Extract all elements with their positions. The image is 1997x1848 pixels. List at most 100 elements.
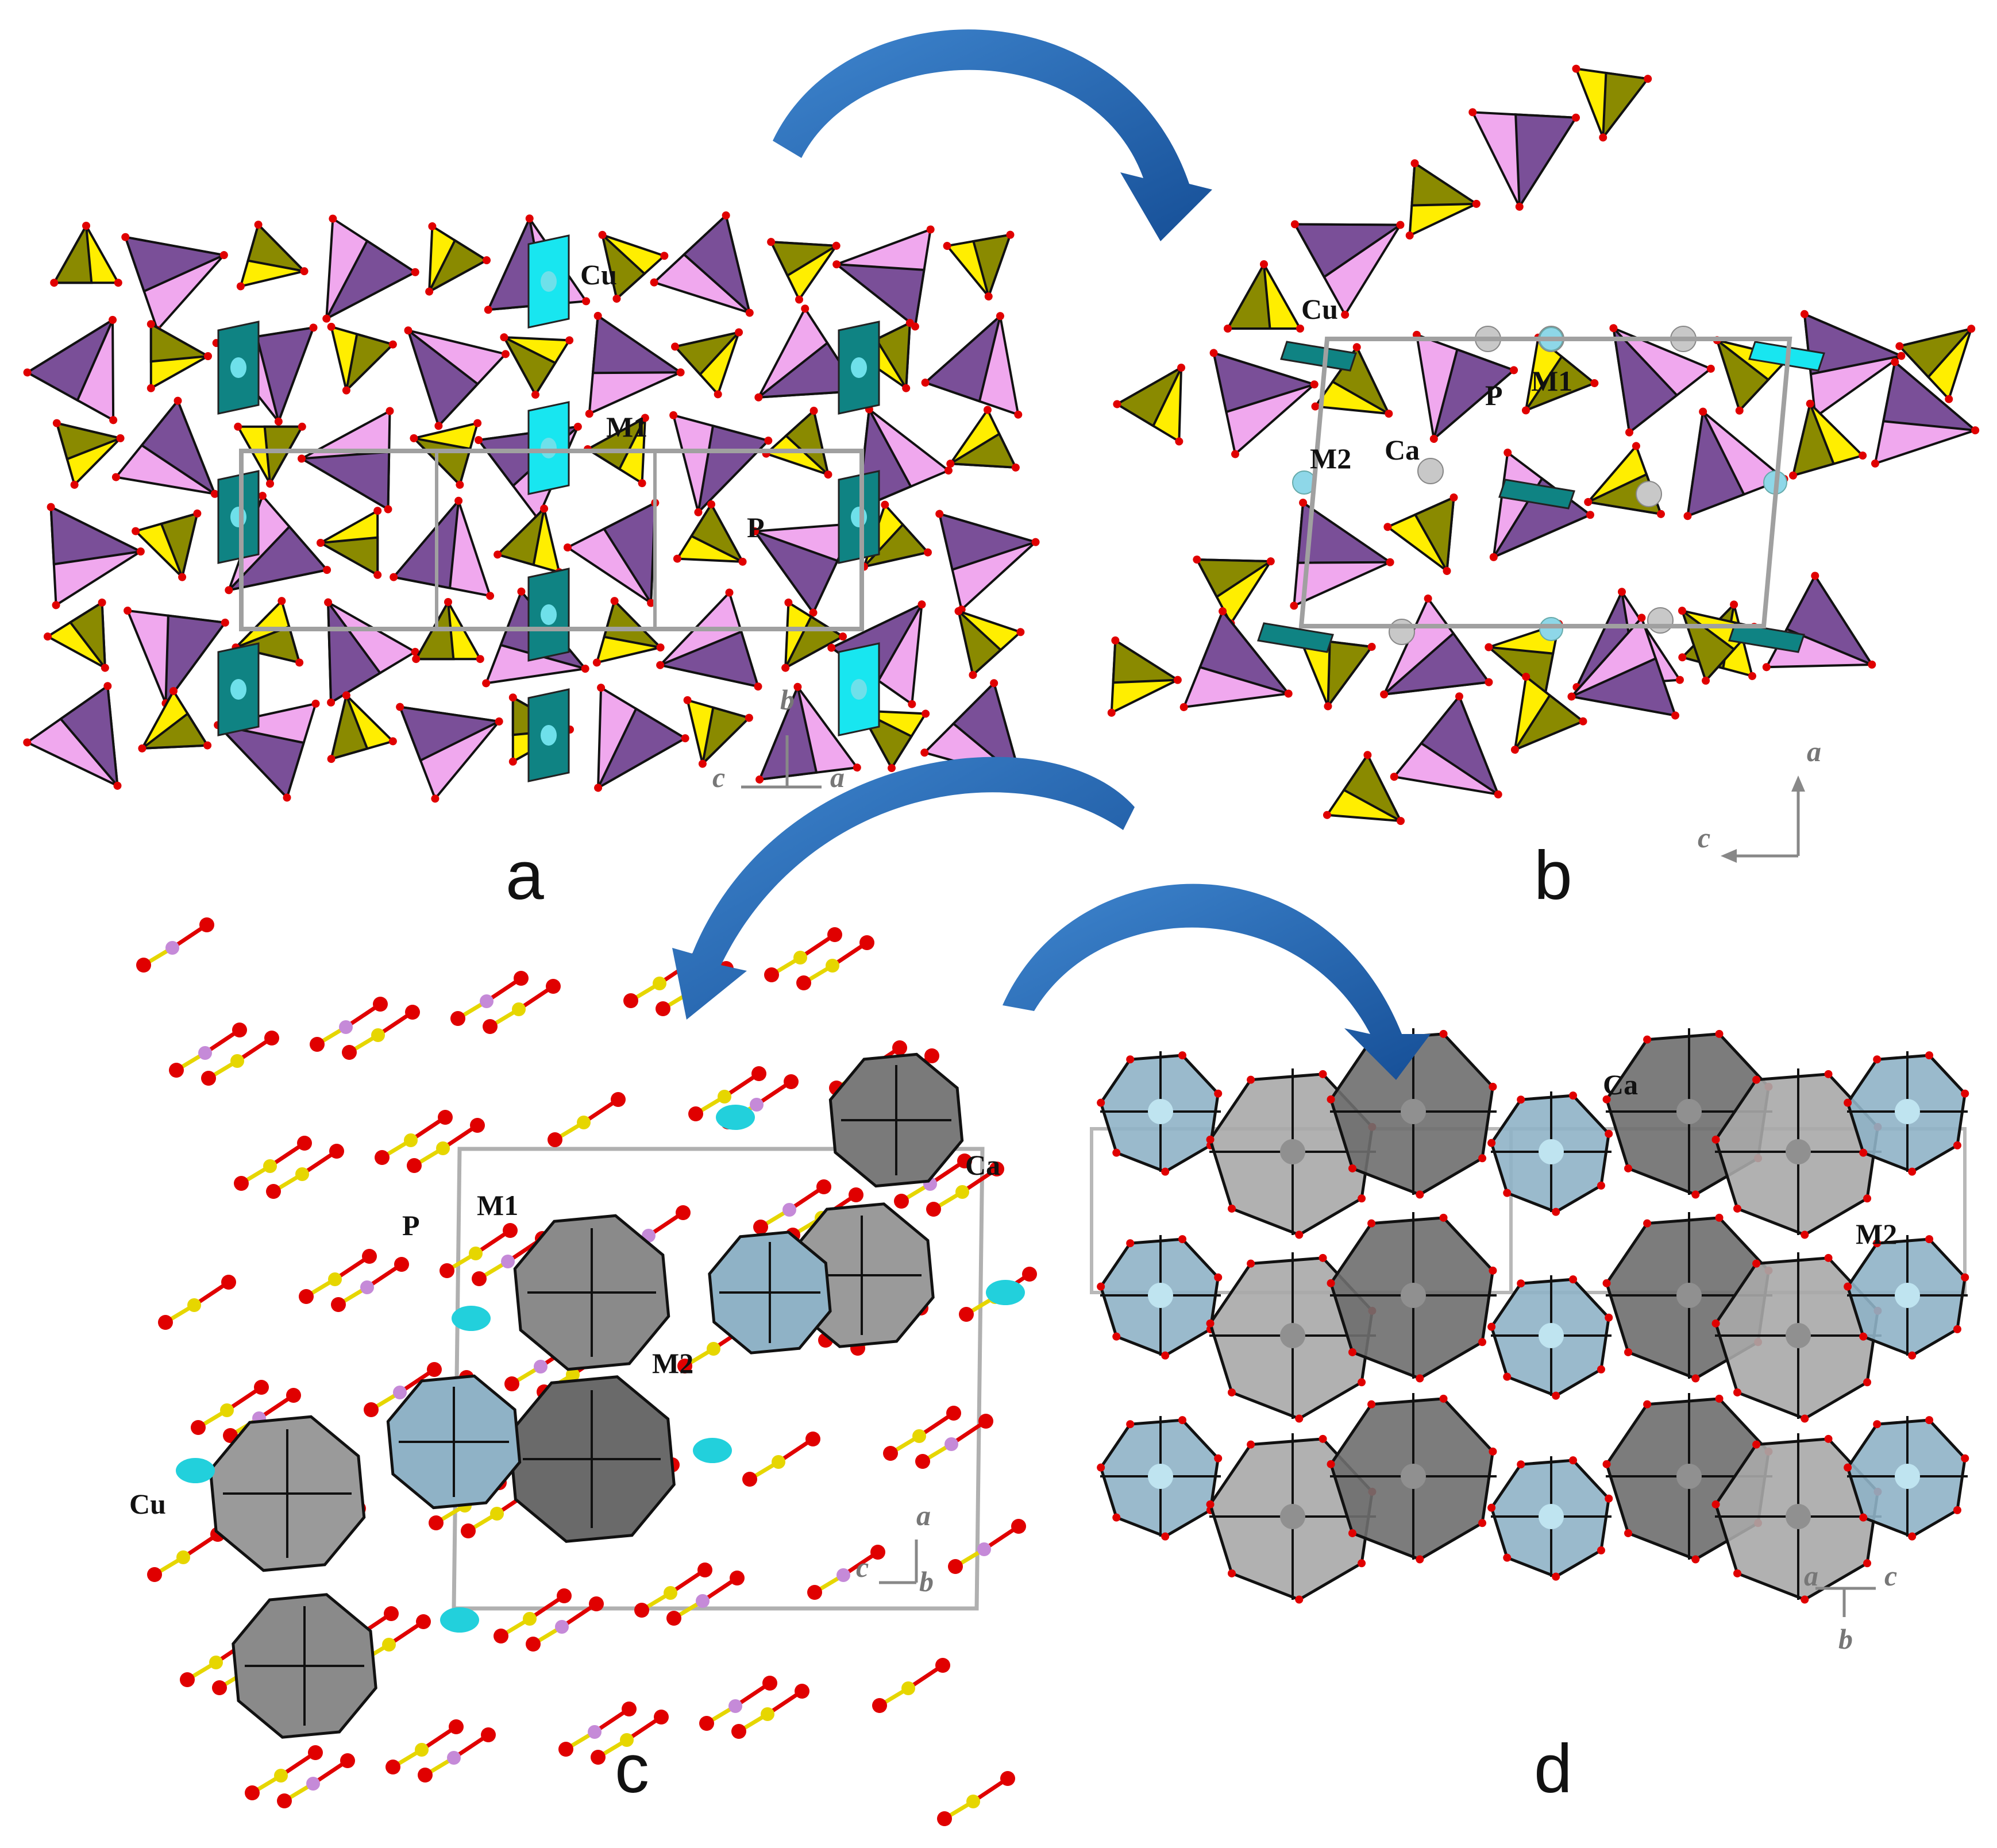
cu-atom <box>693 1438 732 1463</box>
ca-polyhedron <box>1327 1212 1497 1383</box>
phosphate-ball-stick <box>266 1144 344 1199</box>
m1-tetrahedron <box>1800 310 1906 421</box>
m2-polyhedron <box>1097 1235 1223 1360</box>
panel-a-polyhedra <box>23 211 1040 803</box>
phosphate-ball-stick <box>742 1432 820 1487</box>
cu-square-unit <box>217 642 260 736</box>
arrow-c-to-d <box>1003 884 1431 1080</box>
panel-d-polyhedra-view: Ca M2 a c b d <box>1090 1028 1969 1807</box>
axis-label-down: b <box>919 1565 934 1598</box>
ca-polyhedron <box>1206 1252 1377 1423</box>
axis-label-up: a <box>1807 735 1821 767</box>
phosphate-ball-stick <box>169 1023 247 1078</box>
p-tetrahedron <box>943 230 1015 301</box>
phosphate-ball-stick <box>688 1066 766 1121</box>
p-tetrahedron <box>1405 159 1481 240</box>
p-tetrahedron <box>673 500 747 566</box>
phosphate-ball-stick <box>731 1684 809 1739</box>
p-tetrahedron <box>671 328 743 399</box>
m1-tetrahedron <box>650 211 754 317</box>
phosphate-ball-stick <box>948 1519 1026 1574</box>
atom-label-m2: M2 <box>652 1347 693 1379</box>
p-tetrahedron <box>317 507 382 579</box>
p-tetrahedron <box>1296 634 1376 711</box>
cu-square-unit <box>1728 622 1805 653</box>
phosphate-ball-stick <box>796 935 874 990</box>
atom-label-m1: M1 <box>477 1189 518 1221</box>
p-tetrahedron <box>1895 325 1976 403</box>
p-tetrahedron <box>683 696 753 768</box>
cu-square-unit <box>1498 479 1575 510</box>
m2-polyhedron <box>1487 1456 1613 1581</box>
phosphate-ball-stick <box>385 1719 464 1774</box>
axis-label-left: c <box>712 761 725 793</box>
ca-polyhedron <box>828 1052 964 1188</box>
ca-polyhedron <box>1206 1068 1377 1239</box>
ca-polyhedron <box>1327 1028 1497 1199</box>
phosphate-ball-stick <box>450 971 529 1026</box>
phosphate-ball-stick <box>666 1571 745 1626</box>
phosphate-ball-stick <box>591 1710 669 1765</box>
m1-tetrahedron <box>854 405 953 513</box>
m1-tetrahedron <box>1209 349 1319 458</box>
cu-square-unit <box>1280 341 1357 372</box>
m1-tetrahedron <box>23 682 122 790</box>
phosphate-ball-stick <box>634 1562 712 1618</box>
axis-triad-d: a c b <box>1804 1560 1897 1655</box>
m1-tetrahedron <box>1179 607 1293 711</box>
ca-polyhedron <box>232 1593 377 1739</box>
atom-label-m1: M1 <box>1531 365 1572 397</box>
m1-tetrahedron <box>669 411 773 516</box>
atom-label-m2: M2 <box>1856 1218 1897 1250</box>
phosphate-ball-stick <box>201 1031 279 1086</box>
atom-label-ca: Ca <box>1603 1068 1638 1101</box>
axis-label-right: c <box>1884 1560 1897 1592</box>
m1-tetrahedron <box>1489 448 1594 561</box>
panel-b-structure-view: Cu M1 P M2 Ca a c b <box>1107 64 1980 914</box>
atom-label-cu: Cu <box>580 259 617 291</box>
ca-atom <box>1636 481 1662 507</box>
p-tetrahedron <box>848 319 914 392</box>
axis-label-down: b <box>1838 1623 1853 1655</box>
p-tetrahedron <box>52 419 125 489</box>
phosphate-ball-stick <box>364 1362 442 1417</box>
phosphate-ball-stick <box>764 927 842 982</box>
p-tetrahedron <box>1323 751 1405 825</box>
phosphate-ball-stick <box>915 1414 993 1469</box>
ca-polyhedron <box>708 1230 832 1355</box>
p-tetrahedron <box>1224 260 1304 333</box>
m1-tetrahedron <box>1290 220 1405 319</box>
phosphate-ball-stick <box>494 1588 572 1643</box>
atom-label-m1: M1 <box>606 411 647 443</box>
phosphate-ball-stick <box>807 1545 885 1600</box>
axis-triad-b: a c <box>1698 735 1821 863</box>
panel-d-polyhedra <box>1097 1028 1969 1604</box>
p-tetrahedron <box>946 406 1020 472</box>
p-tetrahedron <box>1107 636 1182 717</box>
unit-cell-outline <box>1298 337 1792 628</box>
p-tetrahedron <box>236 221 309 291</box>
cu-atom <box>440 1607 479 1633</box>
p-tetrahedron <box>762 407 832 479</box>
p-tetrahedron <box>327 322 397 395</box>
phosphate-ball-stick <box>191 1380 269 1435</box>
m1-tetrahedron <box>1567 614 1680 720</box>
cu-atom <box>986 1280 1025 1305</box>
phosphate-ball-stick <box>872 1658 950 1713</box>
p-tetrahedron <box>954 607 1025 679</box>
phosphate-ball-stick <box>926 1162 1004 1217</box>
cu-square-unit <box>527 234 570 329</box>
axis-triad-a: b c a <box>712 684 845 793</box>
phosphate-ball-stick <box>277 1753 355 1808</box>
m2-polyhedron <box>1487 1275 1613 1400</box>
cu-atom <box>452 1306 491 1331</box>
atom-label-p: P <box>747 511 765 543</box>
atom-label-ca: Ca <box>1385 434 1420 466</box>
p-tetrahedron <box>1383 493 1458 575</box>
phosphate-ball-stick <box>310 997 388 1052</box>
m2-polyhedron <box>1097 1416 1223 1541</box>
m1-tetrahedron <box>47 503 145 609</box>
m1-tetrahedron <box>404 326 510 430</box>
ca-atom <box>1417 458 1444 484</box>
p-tetrahedron <box>138 686 212 753</box>
